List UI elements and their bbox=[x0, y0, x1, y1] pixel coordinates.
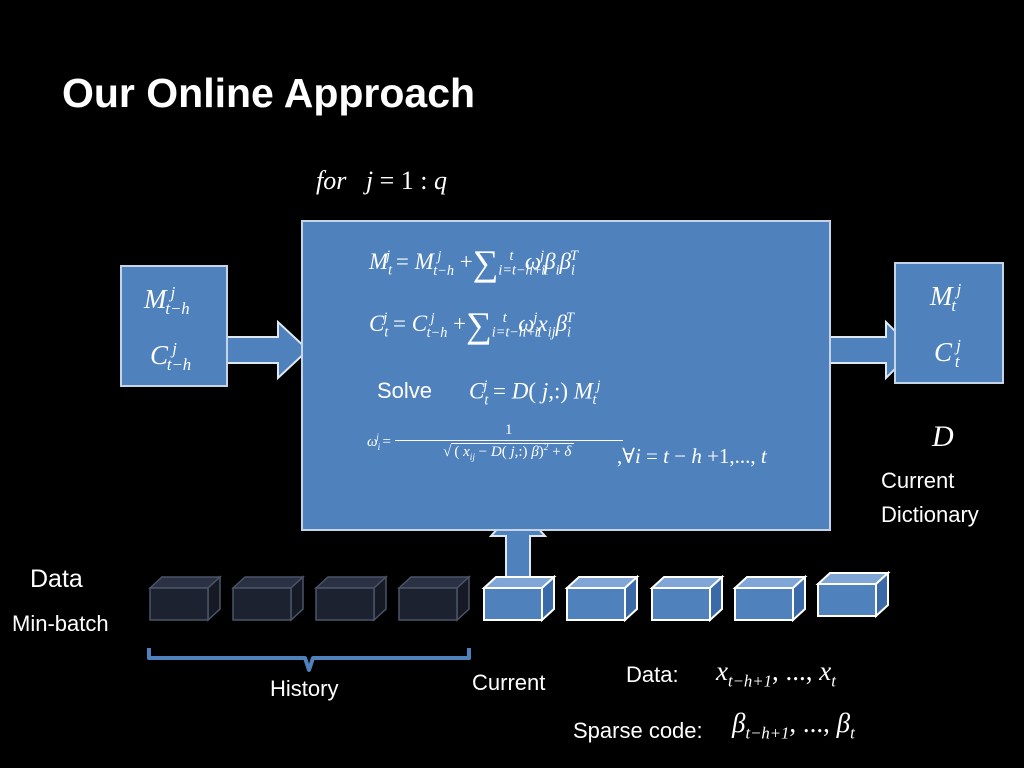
history-block-3 bbox=[314, 575, 388, 622]
formula-index-range: ,∀i = t − h +1,..., t bbox=[617, 444, 767, 468]
formula-weight: ωij = 1 √( xij − D( j,:) β)2 + δ bbox=[367, 422, 623, 463]
current-label: Current bbox=[472, 670, 546, 695]
formula-solve: Ctj = D( j,:) M jt bbox=[469, 378, 601, 409]
previous-state-box: M jt−h C jt−h bbox=[120, 265, 228, 387]
data-sequence-label: Data: bbox=[626, 662, 679, 687]
loop-header-formula: for j = 1 : q bbox=[316, 166, 447, 195]
history-block-2 bbox=[231, 575, 305, 622]
dictionary-symbol: D bbox=[932, 420, 954, 453]
solve-label: Solve bbox=[377, 378, 433, 403]
formula-sparse-sequence: βt−h+1, ..., βt bbox=[732, 708, 855, 743]
history-brace bbox=[147, 648, 471, 672]
current-block-1 bbox=[481, 574, 557, 623]
input-arrow bbox=[221, 319, 310, 381]
formula-c-update: Ctj = C jt−h +∑i=t−h+1t ωijxijβiT bbox=[369, 305, 574, 345]
history-block-4 bbox=[397, 575, 471, 622]
current-block-5 bbox=[815, 570, 891, 619]
current-dictionary-label-line-1: Current bbox=[881, 468, 955, 493]
current-dictionary-label-line-2: Dictionary bbox=[881, 502, 979, 527]
formula-m-cur: M jt bbox=[930, 280, 962, 316]
current-state-box: M jt C jt bbox=[894, 262, 1004, 384]
update-panel: Mtj = M jt−h +∑i=t−h+1t ωijβiβiT Ctj = C… bbox=[301, 220, 831, 531]
current-block-4 bbox=[732, 574, 808, 623]
formula-c-cur: C jt bbox=[934, 336, 961, 372]
current-block-2 bbox=[564, 574, 640, 623]
data-label: Data bbox=[30, 565, 83, 593]
current-block-3 bbox=[649, 574, 725, 623]
slide-title: Our Online Approach bbox=[62, 70, 476, 116]
formula-c-prev: C jt−h bbox=[150, 339, 192, 375]
formula-m-update: Mtj = M jt−h +∑i=t−h+1t ωijβiβiT bbox=[369, 243, 578, 283]
formula-data-sequence: xt−h+1, ..., xt bbox=[716, 656, 836, 691]
minibatch-label: Min-batch bbox=[12, 611, 109, 636]
sparse-code-label: Sparse code: bbox=[573, 718, 703, 743]
history-label: History bbox=[270, 676, 339, 701]
formula-m-prev: M jt−h bbox=[144, 283, 190, 319]
history-block-1 bbox=[148, 575, 222, 622]
